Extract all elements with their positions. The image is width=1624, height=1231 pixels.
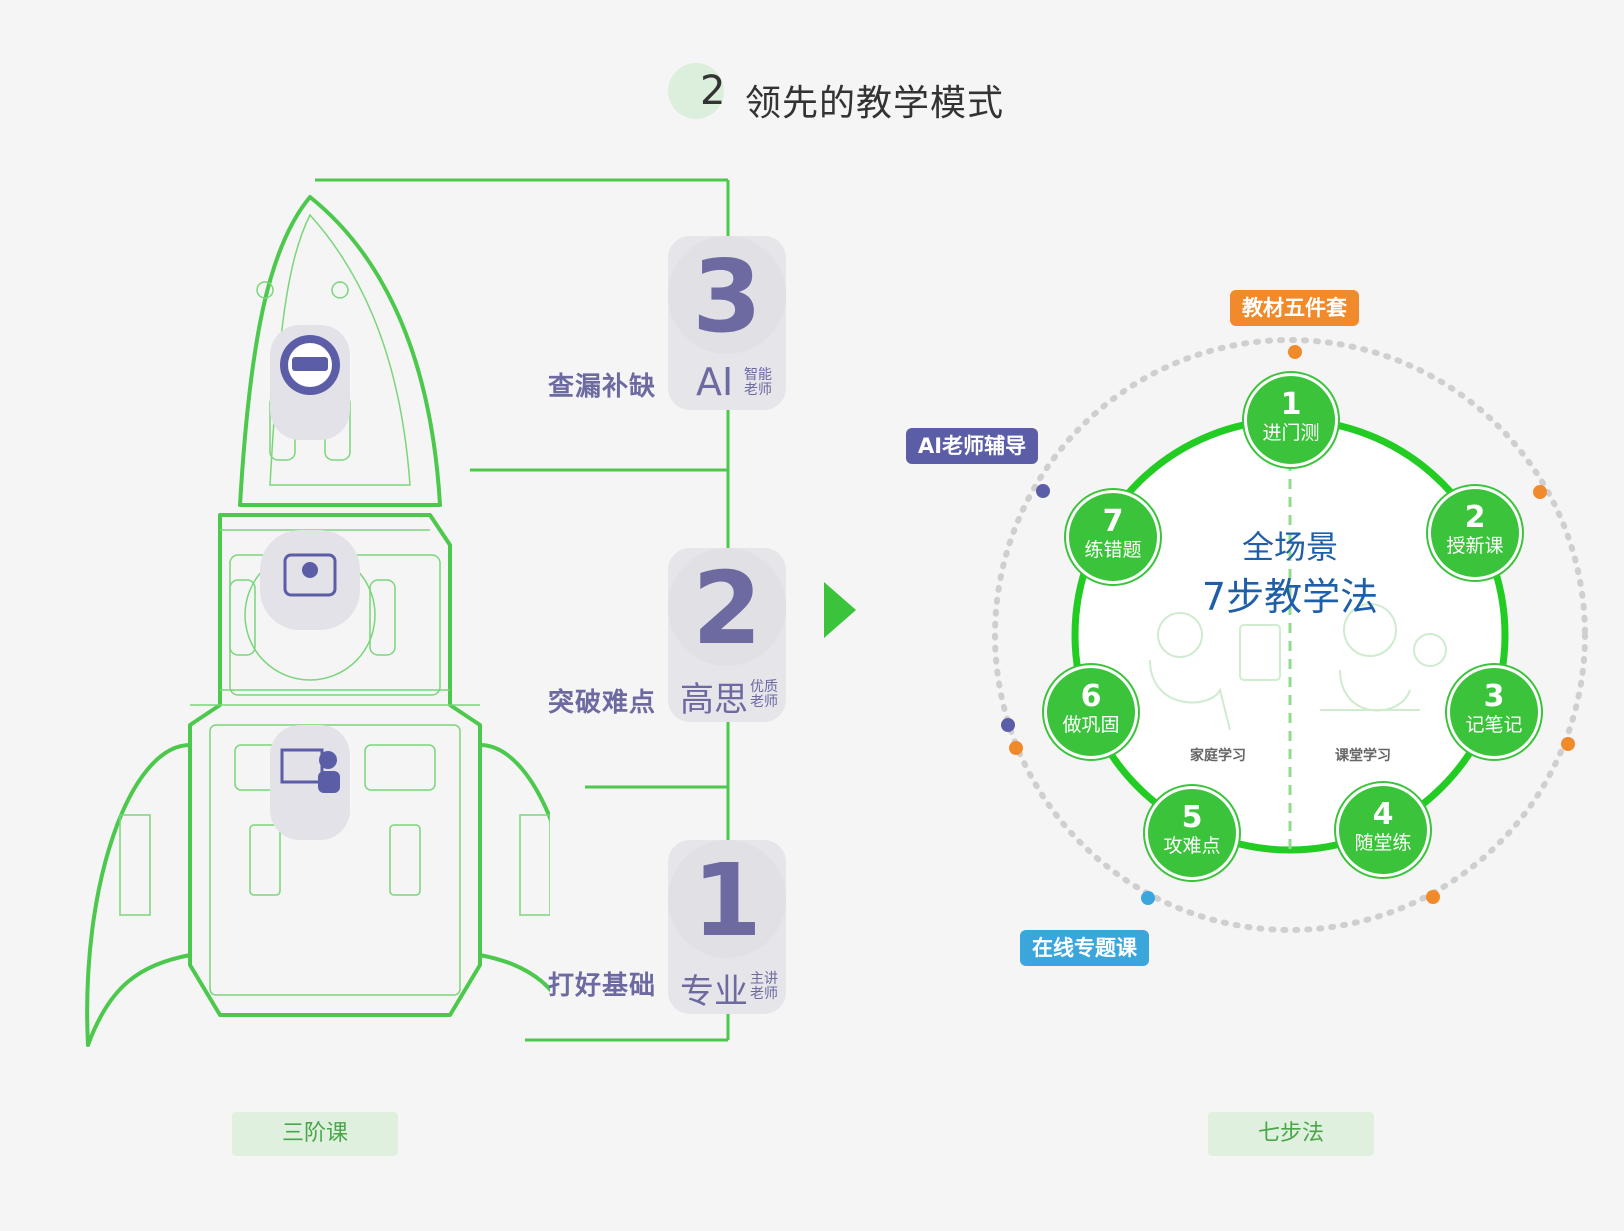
callout-materials: 教材五件套 — [1230, 290, 1359, 326]
stage-teacher-type: 高思 — [680, 680, 748, 720]
stage-card-ai: 3 AI 智能 老师 — [668, 236, 786, 410]
stage-teacher-sub1: 主讲 — [750, 971, 778, 987]
cycle-center-title: 全场景 — [1241, 528, 1338, 566]
step-label: 进门测 — [1262, 422, 1320, 444]
tag-seven-step: 七步法 — [1208, 1112, 1374, 1156]
step-label: 随堂练 — [1354, 832, 1412, 854]
stage-number-circle — [668, 840, 786, 958]
home-learning-label: 家庭学习 — [1190, 748, 1246, 764]
title-number: 2 — [700, 68, 726, 114]
step-number: 1 — [1280, 387, 1302, 422]
callout-ai-tutor: AI老师辅导 — [906, 428, 1039, 464]
tag-three-stage: 三阶课 — [232, 1112, 398, 1156]
stage-label: 打好基础 — [548, 971, 657, 1001]
stage-number: 2 — [692, 550, 762, 667]
stage-teacher-sub2: 老师 — [750, 694, 778, 710]
page-title: 领先的教学模式 — [745, 83, 1005, 124]
step-2: 2 授新课 — [1428, 486, 1522, 580]
step-label: 记笔记 — [1465, 714, 1523, 736]
class-learning-label: 课堂学习 — [1335, 748, 1391, 764]
stage-card-gaosi: 2 高思 优质 老师 — [668, 548, 786, 722]
step-6: 6 做巩固 — [1044, 665, 1138, 759]
step-label: 攻难点 — [1163, 835, 1221, 857]
step-5: 5 攻难点 — [1145, 786, 1239, 880]
step-label: 做巩固 — [1062, 714, 1120, 736]
step-number: 4 — [1372, 797, 1394, 832]
stage-number: 3 — [692, 238, 762, 355]
stage-card-zhuanye: 1 专业 主讲 老师 — [668, 840, 786, 1014]
stage-label: 突破难点 — [548, 688, 657, 718]
stage-number-circle — [668, 548, 786, 666]
stage-teacher-type: 专业 — [680, 972, 748, 1012]
step-number: 3 — [1483, 679, 1505, 714]
stage-teacher-sub1: 优质 — [750, 679, 778, 695]
step-number: 6 — [1080, 679, 1102, 714]
arrow-right-icon — [824, 582, 856, 638]
step-label: 练错题 — [1084, 539, 1142, 561]
step-number: 7 — [1102, 504, 1124, 539]
step-label: 授新课 — [1446, 535, 1504, 557]
cycle-center-subtitle: 7步教学法 — [1201, 575, 1379, 619]
rocket-illustration — [85, 195, 550, 1047]
step-7: 7 练错题 — [1066, 490, 1160, 584]
step-number: 2 — [1464, 500, 1486, 535]
stage-number-circle — [668, 236, 786, 354]
stage-label: 查漏补缺 — [548, 372, 657, 402]
stage-teacher-sub2: 老师 — [750, 986, 778, 1002]
stage-teacher-sub1: 智能 — [744, 367, 772, 383]
stage-teacher-sub2: 老师 — [744, 382, 772, 398]
title-bubble — [668, 63, 724, 119]
step-3: 3 记笔记 — [1447, 665, 1541, 759]
step-4: 4 随堂练 — [1336, 783, 1430, 877]
step-1: 1 进门测 — [1244, 373, 1338, 467]
stage-teacher-type: AI — [696, 360, 734, 404]
step-number: 5 — [1181, 800, 1203, 835]
callout-online-course: 在线专题课 — [1020, 930, 1149, 966]
stage-number: 1 — [692, 842, 762, 959]
